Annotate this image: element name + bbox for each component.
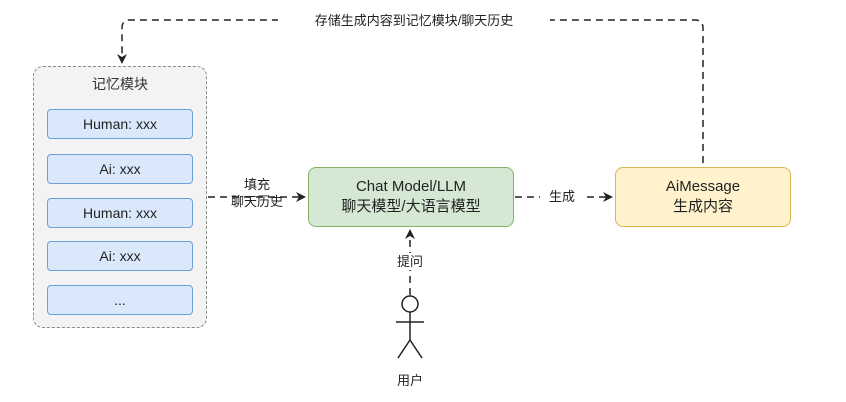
ai-message-node: AiMessage 生成内容 (615, 167, 791, 227)
user-icon (396, 295, 424, 359)
ai-message-subtitle: 生成内容 (672, 198, 733, 215)
memory-item-human-1: Human: xxx (47, 109, 193, 139)
memory-module-title: 记忆模块 (92, 76, 148, 92)
llm-node-subtitle: 聊天模型/大语言模型 (341, 198, 481, 215)
memory-item-ai-2: Ai: xxx (47, 241, 193, 271)
fill-history-label-line2: 聊天历史 (230, 194, 283, 209)
fill-history-label-line1: 填充 (243, 177, 270, 192)
store-history-label: 存储生成内容到记忆模块/聊天历史 (278, 12, 550, 29)
llm-node-title: Chat Model/LLM (355, 178, 467, 195)
memory-item-human-2: Human: xxx (47, 198, 193, 228)
user-label: 用户 (396, 373, 423, 388)
llm-node: Chat Model/LLM 聊天模型/大语言模型 (308, 167, 514, 227)
memory-item-ellipsis: ... (47, 285, 193, 315)
ask-label: 提问 (392, 253, 428, 270)
generate-label: 生成 (540, 188, 584, 205)
store-history-edge (117, 19, 704, 163)
fill-history-label: 填充 聊天历史 (222, 176, 292, 210)
memory-item-ai-1: Ai: xxx (47, 154, 193, 184)
ai-message-title: AiMessage (665, 178, 741, 195)
